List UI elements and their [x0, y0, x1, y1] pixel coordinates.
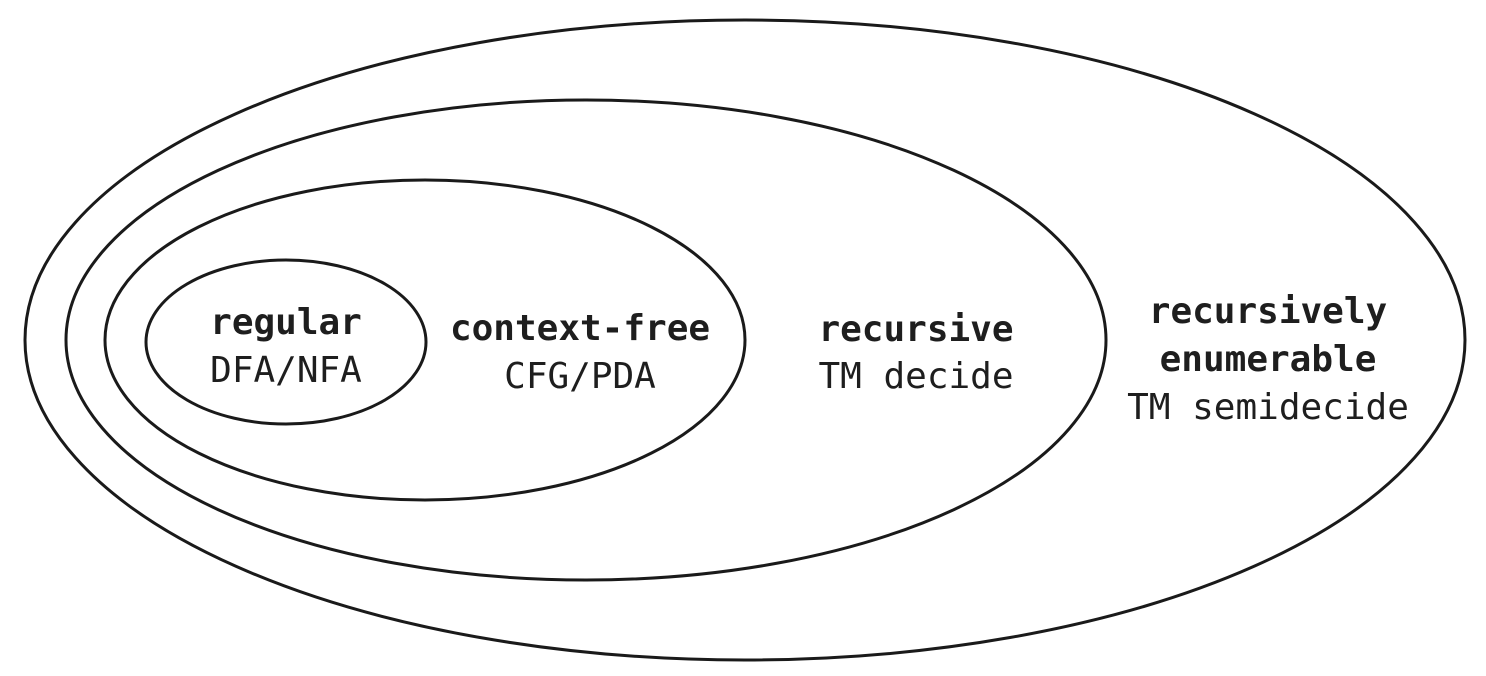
recursive-sublabel: TM decide — [818, 356, 1013, 397]
recursively-enumerable-label: recursively — [1149, 291, 1387, 332]
recursive-label: recursive — [818, 309, 1013, 350]
recursively-enumerable-sublabel: TM semidecide — [1127, 387, 1409, 428]
regular-label: regular — [210, 302, 362, 343]
context-free-region — [103, 178, 747, 502]
context-free-label: context-free — [450, 308, 710, 349]
context-free-sublabel: CFG/PDA — [504, 356, 656, 397]
regular-region — [144, 258, 428, 426]
regular-sublabel: DFA/NFA — [210, 350, 362, 391]
recursively-enumerable-region — [23, 18, 1467, 662]
recursive-region — [64, 98, 1108, 582]
recursively-enumerable-label-line2: enumerable — [1160, 339, 1377, 380]
